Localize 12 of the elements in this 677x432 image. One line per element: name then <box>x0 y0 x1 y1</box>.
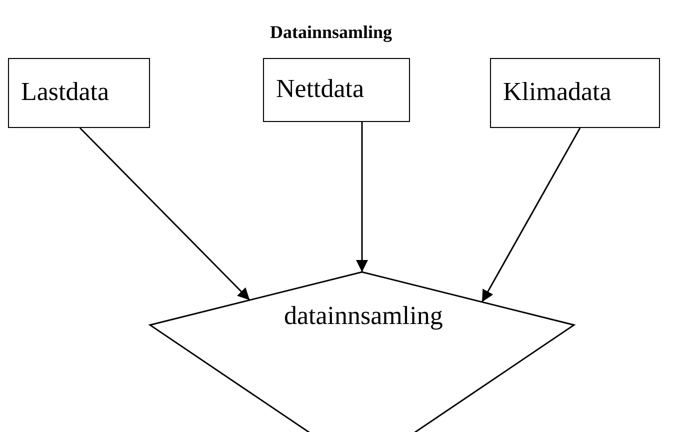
arrow <box>481 128 581 302</box>
node-label: Klimadata <box>503 77 612 107</box>
node-label: Lastdata <box>21 77 110 107</box>
arrow <box>79 127 250 301</box>
node-label: datainnsamling <box>284 301 443 331</box>
decision-diamond <box>150 272 574 432</box>
process-box <box>8 58 150 128</box>
arrow <box>356 122 368 272</box>
node-label: Nettdata <box>276 74 364 104</box>
diagram-title: Datainnsamling <box>270 22 392 43</box>
process-box <box>263 58 410 122</box>
process-box <box>490 58 660 128</box>
